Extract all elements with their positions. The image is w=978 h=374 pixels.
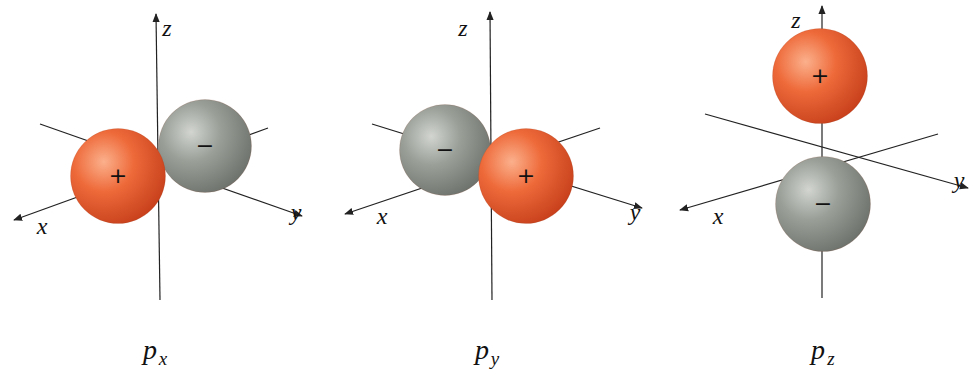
lobe-circle <box>159 100 252 193</box>
phase-sign: + <box>517 165 535 187</box>
axis-label: z <box>162 16 171 40</box>
orbital-caption: p <box>475 336 489 364</box>
lobe-circle <box>400 105 491 196</box>
axis-label: y <box>954 168 965 192</box>
axis-label: x <box>37 214 48 238</box>
axis-label: y <box>630 200 641 224</box>
orbital-caption: p <box>811 336 825 364</box>
negative-lobe: − <box>399 104 491 196</box>
positive-lobe: + <box>772 28 868 124</box>
orbital-caption: z <box>827 349 834 368</box>
phase-sign: + <box>109 165 127 187</box>
phase-sign: − <box>814 193 832 215</box>
axis-label: y <box>291 200 302 224</box>
lobe-circle <box>773 29 868 124</box>
axis-label: z <box>458 16 467 40</box>
axis-label: x <box>713 204 724 228</box>
phase-sign: − <box>436 139 454 161</box>
negative-lobe: − <box>775 156 871 252</box>
lobe-circle <box>776 157 871 252</box>
axis-label: z <box>791 8 800 32</box>
orbital-caption: p <box>143 336 157 364</box>
phase-sign: − <box>196 135 214 157</box>
orbital-caption: y <box>491 349 499 368</box>
orbital-caption: x <box>159 349 167 368</box>
positive-lobe: + <box>478 128 574 224</box>
axis-label: x <box>377 204 388 228</box>
lobe-circle <box>479 129 574 224</box>
positive-lobe: + <box>70 128 166 224</box>
phase-sign: + <box>811 65 829 87</box>
negative-lobe: − <box>158 99 252 193</box>
lobe-circle <box>71 129 166 224</box>
